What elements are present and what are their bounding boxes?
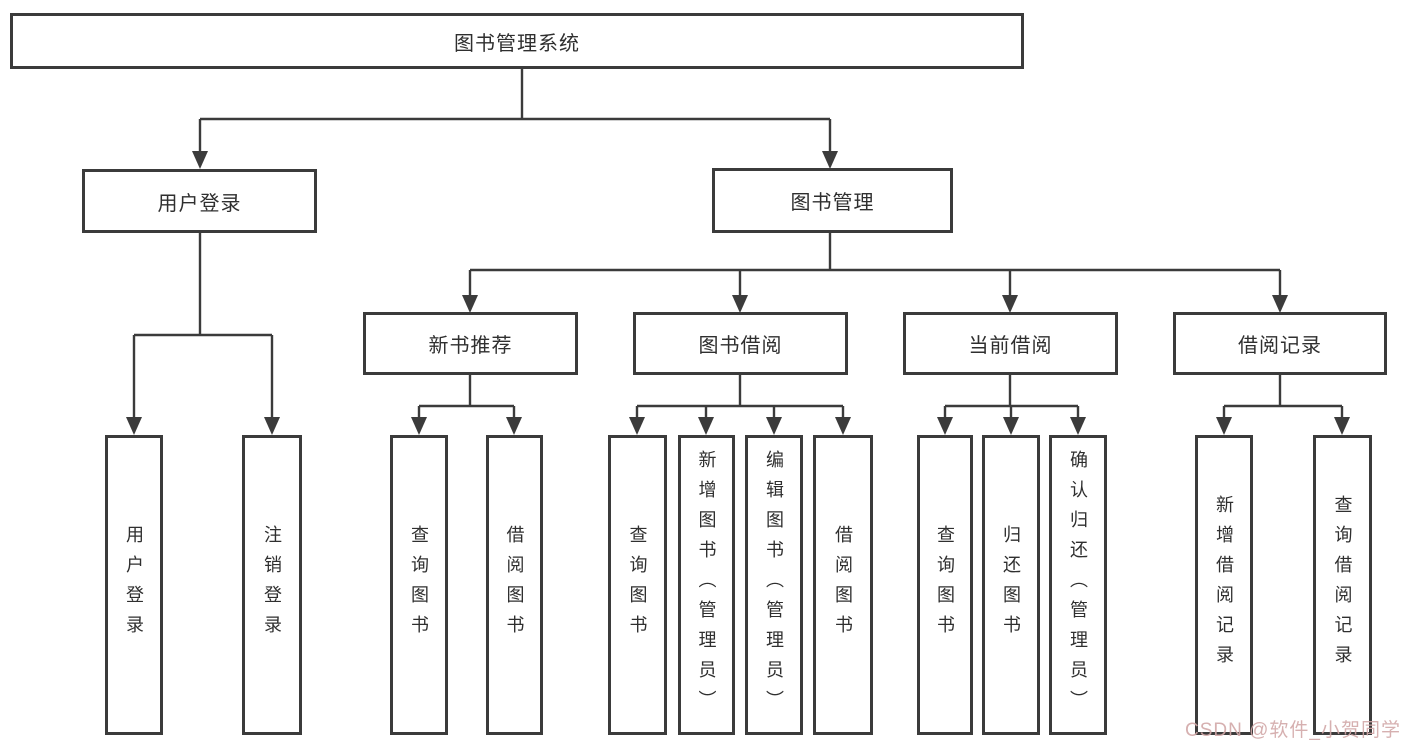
node-library-system-label: 图书管理系统	[454, 32, 580, 55]
leaf-query-borrow-record-label: 查询借阅记录	[1332, 495, 1353, 675]
node-user-login-label: 用户登录	[157, 192, 242, 215]
leaf-query-books-recommendation: 查询图书	[390, 435, 448, 735]
node-book-borrowing-label: 图书借阅	[698, 335, 783, 357]
leaf-borrow-books-recommendation: 借阅图书	[486, 435, 543, 735]
leaf-add-books-admin-label: 新增图书（管理员）	[696, 450, 717, 720]
node-library-system: 图书管理系统	[10, 13, 1024, 69]
leaf-user-login-label: 用户登录	[124, 525, 144, 645]
node-borrowing-records: 借阅记录	[1173, 312, 1387, 375]
leaf-borrow-books-borrowing-label: 借阅图书	[833, 525, 853, 645]
leaf-logout: 注销登录	[242, 435, 302, 735]
leaf-query-books-current-label: 查询图书	[935, 525, 955, 645]
leaf-confirm-return-admin: 确认归还（管理员）	[1049, 435, 1107, 735]
node-book-management: 图书管理	[712, 168, 953, 233]
leaf-add-books-admin: 新增图书（管理员）	[678, 435, 735, 735]
leaf-edit-books-admin-label: 编辑图书（管理员）	[764, 450, 784, 720]
leaf-query-books-borrowing-label: 查询图书	[627, 525, 648, 645]
node-user-login: 用户登录	[82, 169, 317, 233]
node-current-borrowing-label: 当前借阅	[968, 335, 1053, 357]
node-book-management-label: 图书管理	[790, 192, 875, 214]
leaf-user-login: 用户登录	[105, 435, 163, 735]
leaf-logout-label: 注销登录	[262, 525, 282, 645]
leaf-return-books-label: 归还图书	[1001, 525, 1021, 645]
node-book-borrowing: 图书借阅	[633, 312, 848, 375]
leaf-query-borrow-record: 查询借阅记录	[1313, 435, 1372, 735]
leaf-add-borrow-record: 新增借阅记录	[1195, 435, 1253, 735]
leaf-confirm-return-admin-label: 确认归还（管理员）	[1068, 450, 1088, 720]
leaf-borrow-books-borrowing: 借阅图书	[813, 435, 873, 735]
leaf-query-books-borrowing: 查询图书	[608, 435, 667, 735]
leaf-query-books-recommendation-label: 查询图书	[409, 525, 429, 645]
leaf-add-borrow-record-label: 新增借阅记录	[1214, 495, 1234, 675]
leaf-edit-books-admin: 编辑图书（管理员）	[745, 435, 803, 735]
leaf-query-books-current: 查询图书	[917, 435, 973, 735]
node-new-book-recommendation-label: 新书推荐	[428, 335, 513, 357]
csdn-watermark: CSDN @软件_小贺同学	[1185, 720, 1401, 741]
node-current-borrowing: 当前借阅	[903, 312, 1118, 375]
leaf-borrow-books-recommendation-label: 借阅图书	[504, 525, 525, 645]
node-borrowing-records-label: 借阅记录	[1238, 335, 1322, 357]
node-new-book-recommendation: 新书推荐	[363, 312, 578, 375]
leaf-return-books: 归还图书	[982, 435, 1040, 735]
